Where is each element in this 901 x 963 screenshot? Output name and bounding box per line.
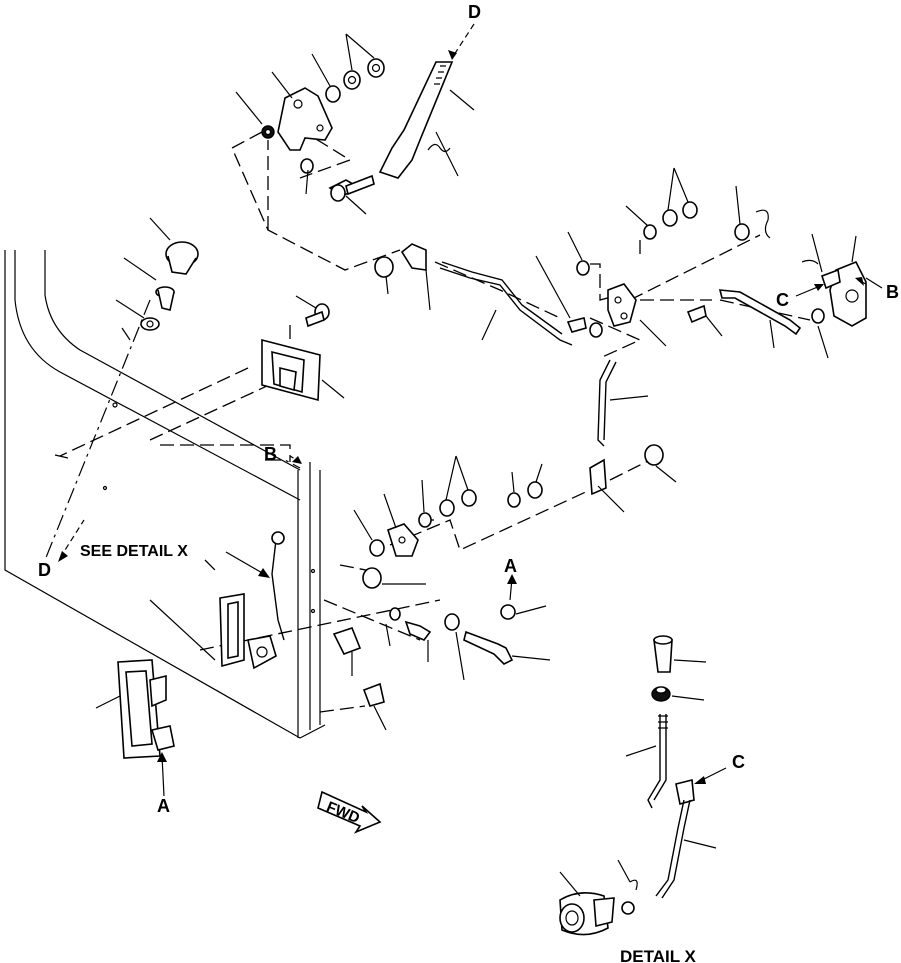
callout-labels: D D B C B A A C SEE DETAIL X DETAIL X <box>38 2 899 963</box>
callout-c-detail: C <box>732 752 745 772</box>
callout-b-right: B <box>886 282 899 302</box>
right-latch <box>755 209 867 327</box>
callout-d-top: D <box>468 2 481 22</box>
arrows <box>58 23 867 797</box>
callout-a-bottom: A <box>157 796 170 816</box>
upper-lock-plate <box>261 303 330 402</box>
door-panel-outline <box>4 250 326 739</box>
see-detail-label: SEE DETAIL X <box>80 543 188 560</box>
lock-knob-assembly <box>140 241 199 331</box>
callout-b-mid: B <box>264 444 277 464</box>
detail-x-parts <box>559 635 695 936</box>
upper-linkage <box>261 58 454 202</box>
lever-rod <box>378 61 454 179</box>
detail-x-label: DETAIL X <box>620 947 697 963</box>
door-handle-assembly <box>117 531 285 759</box>
callout-a-mid: A <box>504 556 517 576</box>
callout-d-left: D <box>38 560 51 580</box>
central-linkage <box>374 201 825 496</box>
leader-lines <box>95 33 883 897</box>
callout-c-right: C <box>776 290 789 310</box>
upper-bracket <box>277 87 333 151</box>
fwd-arrow: FWD <box>317 790 382 834</box>
mid-linkage <box>332 481 543 707</box>
fwd-label: FWD <box>324 798 362 827</box>
upper-bellcrank <box>607 283 637 327</box>
